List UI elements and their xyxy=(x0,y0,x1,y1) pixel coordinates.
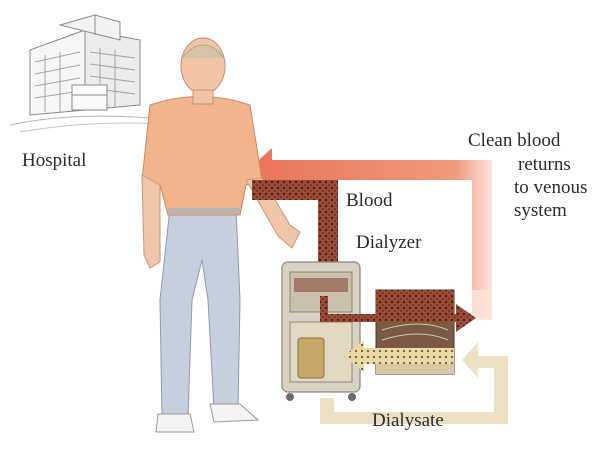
hospital-label: Hospital xyxy=(22,150,86,171)
hospital-illustration xyxy=(10,15,160,132)
dialysis-machine xyxy=(282,262,360,401)
clean-blood-label-line3: to venous xyxy=(514,177,587,199)
dialyzer-label: Dialyzer xyxy=(356,232,421,254)
blood-label: Blood xyxy=(346,190,392,212)
patient-figure xyxy=(142,38,300,432)
dialysate-label: Dialysate xyxy=(372,410,444,432)
clean-blood-label-line2: returns xyxy=(518,154,571,176)
clean-blood-label-line1: Clean blood xyxy=(468,130,560,152)
clean-blood-label-line4: system xyxy=(514,200,567,222)
